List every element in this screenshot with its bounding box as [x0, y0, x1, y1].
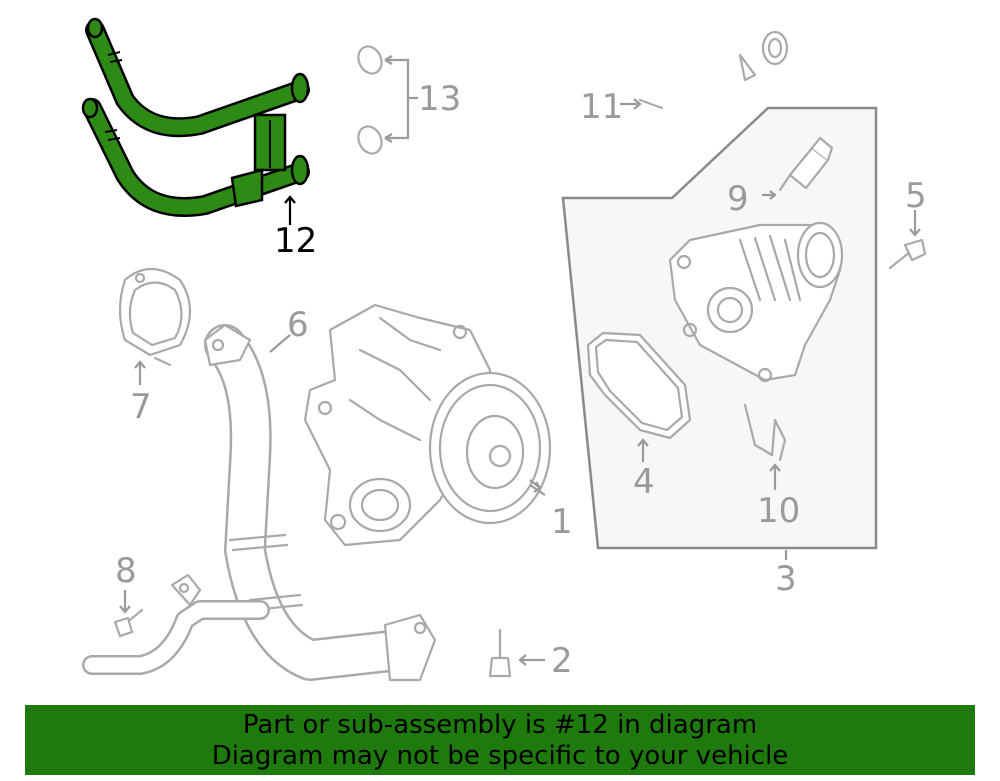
callout-2: 2 — [551, 641, 573, 681]
callout-6: 6 — [287, 305, 309, 345]
callout-7: 7 — [130, 387, 152, 427]
part-9-temperature-sensor[interactable] — [762, 136, 834, 200]
banner-line-disclaimer: Diagram may not be specific to your vehi… — [211, 741, 789, 771]
part-13-o-rings[interactable] — [354, 43, 418, 158]
part-12-heater-hoses[interactable] — [81, 17, 310, 217]
part-2-bolt[interactable] — [488, 628, 545, 678]
part-3-thermostat-housing-assembly[interactable] — [561, 106, 878, 560]
part-11-hose[interactable] — [620, 30, 789, 159]
part-6-coolant-pipe[interactable] — [203, 323, 437, 682]
small-coolant-pipe — [82, 573, 270, 675]
callout-8: 8 — [115, 551, 137, 591]
part-7-cover[interactable] — [118, 268, 191, 385]
part-1-water-pump[interactable] — [303, 303, 552, 547]
part-10-clip[interactable] — [743, 403, 787, 490]
part-8-bolt[interactable] — [113, 590, 144, 638]
callout-5: 5 — [905, 176, 927, 216]
callout-13: 13 — [418, 79, 461, 119]
callout-10: 10 — [757, 491, 800, 531]
callout-3: 3 — [775, 559, 797, 599]
part-5-bolt[interactable] — [888, 210, 927, 270]
notice-banner: Part or sub-assembly is #12 in diagram D… — [25, 705, 975, 775]
callout-1: 1 — [551, 502, 573, 542]
thermostat-housing — [668, 221, 844, 383]
callout-12: 12 — [274, 221, 317, 261]
callout-11: 11 — [580, 87, 623, 127]
callout-12-leader — [284, 195, 296, 225]
part-4-gasket[interactable] — [586, 331, 692, 462]
callout-4: 4 — [633, 462, 655, 502]
banner-line-part: Part or sub-assembly is #12 in diagram — [242, 710, 758, 740]
callout-9: 9 — [727, 179, 749, 219]
